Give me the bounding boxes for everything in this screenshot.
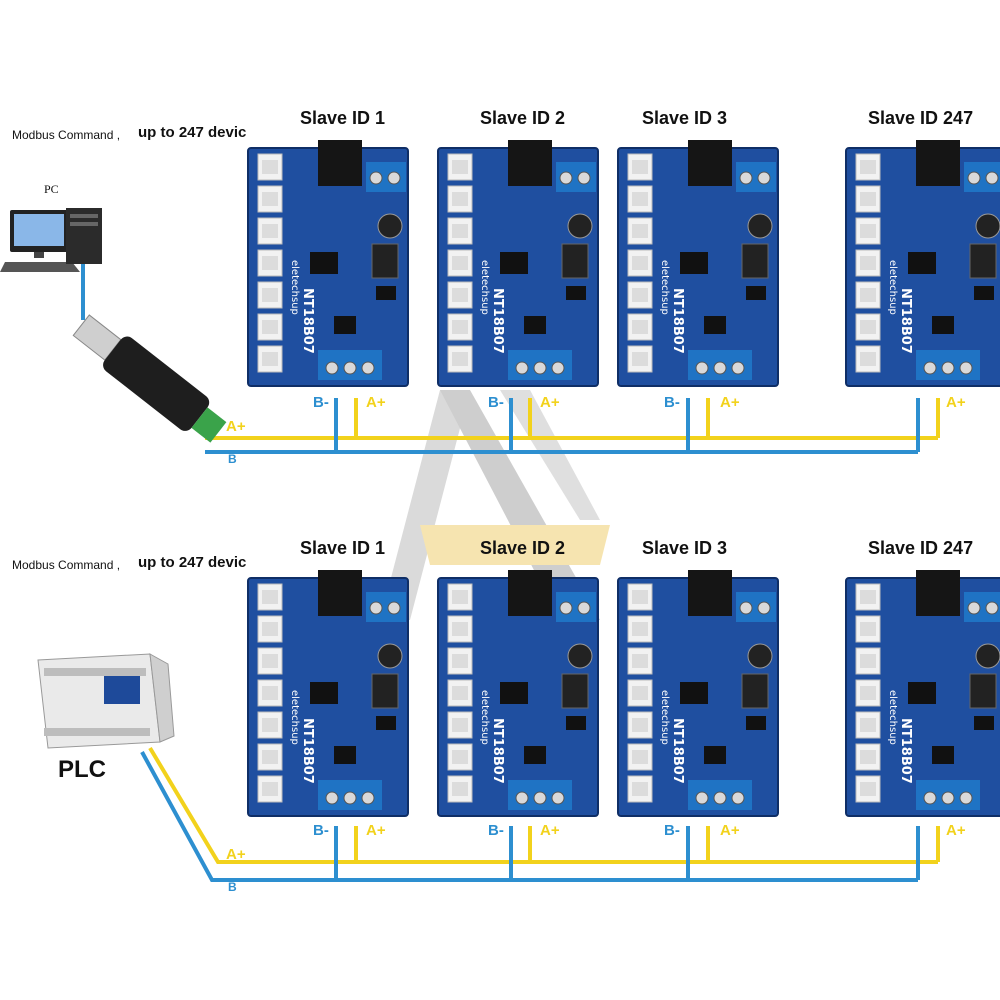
watermark-logo bbox=[380, 390, 610, 620]
board-model-text: NT18B07 bbox=[300, 288, 315, 354]
board-brand-text: eletechsup bbox=[659, 690, 670, 745]
bottom-a-label-4: A+ bbox=[946, 822, 966, 839]
plc-icon bbox=[37, 653, 175, 749]
top-slave-3-title: Slave ID 3 bbox=[642, 108, 728, 128]
bottom-slave-1-title: Slave ID 1 bbox=[300, 538, 386, 558]
top-adapter-b-label: B bbox=[228, 452, 237, 466]
top-slave-1-title: Slave ID 1 bbox=[300, 108, 386, 128]
plc-label: PLC bbox=[58, 756, 106, 783]
top-b-label-1: B- bbox=[313, 394, 329, 411]
bottom-b-label-3: B- bbox=[664, 822, 680, 839]
board-brand-text: eletechsup bbox=[479, 260, 490, 315]
top-slave-2-title: Slave ID 2 bbox=[480, 108, 566, 128]
board-model-text: NT18B07 bbox=[670, 288, 685, 354]
top-a-label-2: A+ bbox=[540, 394, 560, 411]
bottom-adapter-b-label: B bbox=[228, 880, 237, 894]
board-model-text: NT18B07 bbox=[898, 718, 913, 784]
bottom-slave-247-title: Slave ID 247 bbox=[868, 538, 974, 558]
top-a-label-4: A+ bbox=[946, 394, 966, 411]
top-slave-247-title: Slave ID 247 bbox=[868, 108, 974, 128]
board-brand-text: eletechsup bbox=[659, 260, 670, 315]
board-brand-text: eletechsup bbox=[289, 690, 300, 745]
bottom-command-label: Modbus Command , bbox=[12, 558, 121, 572]
slave-boards: NT18B07eletechsupNT18B07eletechsupNT18B0… bbox=[247, 140, 1000, 817]
top-b-label-2: B- bbox=[488, 394, 504, 411]
bottom-wire-b bbox=[140, 751, 918, 882]
bottom-b-label-1: B- bbox=[313, 822, 329, 839]
board-brand-text: eletechsup bbox=[887, 260, 898, 315]
pc-icon bbox=[0, 208, 102, 272]
board-model-text: NT18B07 bbox=[898, 288, 913, 354]
board-model-text: NT18B07 bbox=[490, 718, 505, 784]
board-brand-text: eletechsup bbox=[289, 260, 300, 315]
bottom-range-label: up to 247 devic bbox=[138, 554, 247, 571]
top-adapter-a-label: A+ bbox=[226, 418, 246, 435]
top-range-label: up to 247 devic bbox=[138, 124, 247, 141]
top-b-label-3: B- bbox=[664, 394, 680, 411]
top-a-label-1: A+ bbox=[366, 394, 386, 411]
board-model-text: NT18B07 bbox=[490, 288, 505, 354]
top-bus-wires bbox=[205, 398, 940, 454]
bottom-slave-2-title: Slave ID 2 bbox=[480, 538, 566, 558]
board-brand-text: eletechsup bbox=[479, 690, 490, 745]
bottom-wire-a bbox=[148, 746, 938, 864]
top-a-label-3: A+ bbox=[720, 394, 740, 411]
usb-rs485-adapter-icon bbox=[72, 314, 227, 443]
board-brand-text: eletechsup bbox=[887, 690, 898, 745]
board-model-text: NT18B07 bbox=[300, 718, 315, 784]
bottom-a-label-3: A+ bbox=[720, 822, 740, 839]
top-command-label: Modbus Command , bbox=[12, 128, 121, 142]
pc-label: PC bbox=[44, 182, 59, 196]
board-model-text: NT18B07 bbox=[670, 718, 685, 784]
bottom-bus-wires bbox=[140, 746, 940, 882]
bottom-b-label-2: B- bbox=[488, 822, 504, 839]
bottom-a-label-1: A+ bbox=[366, 822, 386, 839]
bottom-adapter-a-label: A+ bbox=[226, 846, 246, 863]
bottom-a-label-2: A+ bbox=[540, 822, 560, 839]
bottom-slave-3-title: Slave ID 3 bbox=[642, 538, 728, 558]
